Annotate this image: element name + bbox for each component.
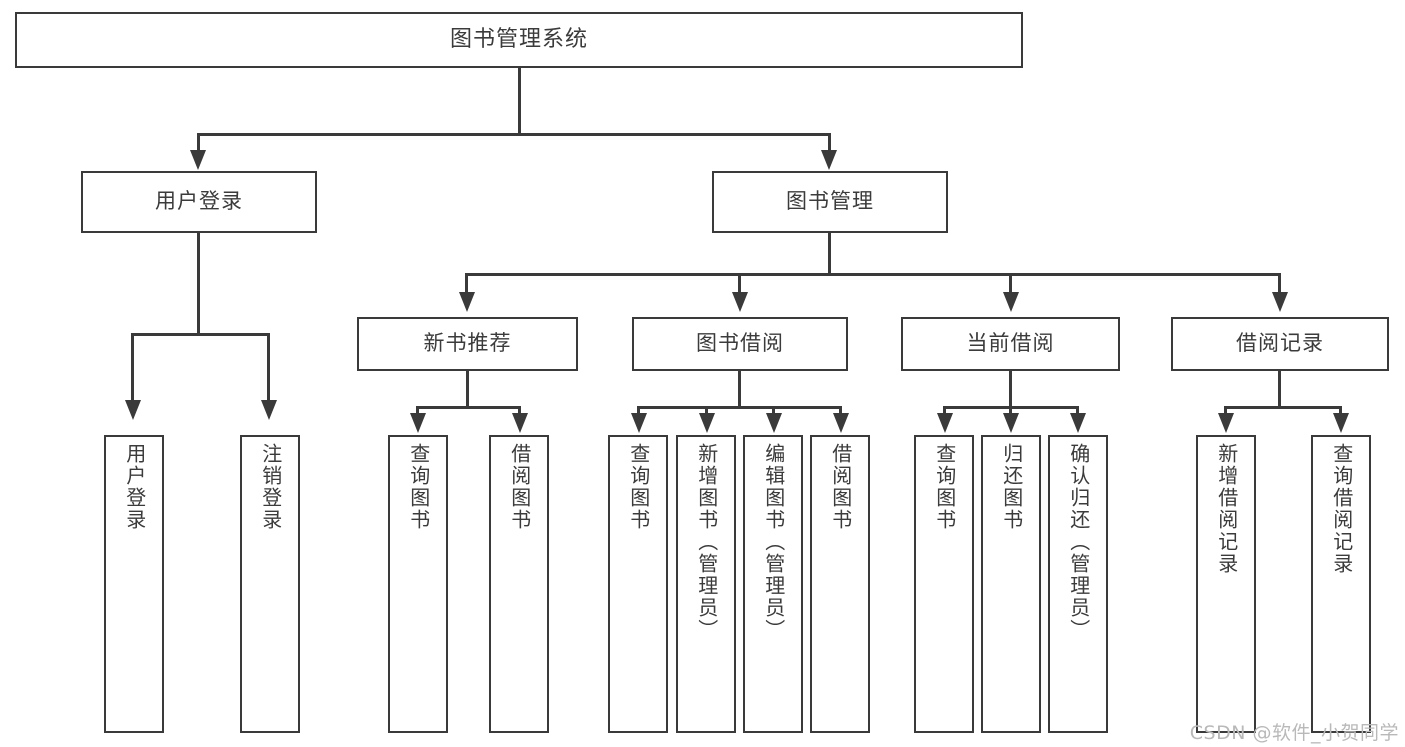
connector-level3-bus	[465, 273, 1281, 276]
node-label: 归还图书	[999, 443, 1024, 531]
node-label: 查询图书	[626, 443, 651, 531]
arrowhead-borrow-record	[1272, 292, 1288, 312]
connector-user-login-leaf2	[267, 333, 270, 403]
leaf-new-book-borrow-book[interactable]: 借阅图书	[489, 435, 549, 733]
leaf-new-book-query-book[interactable]: 查询图书	[388, 435, 448, 733]
arrowhead-br-leaf1	[1218, 413, 1234, 433]
connector-new-book-recommend-bus	[416, 406, 521, 409]
node-label: 查询图书	[932, 443, 957, 531]
leaf-book-borrow-borrow-book[interactable]: 借阅图书	[810, 435, 870, 733]
connector-new-book-recommend-stem	[466, 371, 469, 409]
connector-book-management-stem	[828, 233, 831, 275]
node-label: 确认归还（管理员）	[1066, 443, 1091, 641]
arrowhead-nbr-leaf2	[512, 413, 528, 433]
connector-borrow-record-bus	[1224, 406, 1342, 409]
arrowhead-bb-leaf2	[699, 413, 715, 433]
connector-book-borrow-stem	[738, 371, 741, 409]
node-label: 借阅记录	[1236, 331, 1324, 356]
arrowhead-user-login-leaf2	[261, 400, 277, 420]
node-label: 用户登录	[155, 189, 243, 214]
arrowhead-cb-leaf3	[1070, 413, 1086, 433]
node-book-management[interactable]: 图书管理	[712, 171, 948, 233]
node-new-book-recommend[interactable]: 新书推荐	[357, 317, 578, 371]
connector-book-borrow-bus	[637, 406, 842, 409]
arrowhead-bb-leaf4	[833, 413, 849, 433]
connector-to-borrow-record	[1278, 273, 1281, 295]
connector-user-login-bus	[131, 333, 270, 336]
arrowhead-user-login-leaf1	[125, 400, 141, 420]
connector-cb-leaf2	[1009, 406, 1012, 418]
connector-to-book-management	[828, 133, 831, 153]
arrowhead-current-borrow	[1003, 292, 1019, 312]
leaf-book-borrow-edit-book[interactable]: 编辑图书（管理员）	[743, 435, 803, 733]
connector-to-current-borrow	[1009, 273, 1012, 295]
leaf-book-borrow-add-book[interactable]: 新增图书（管理员）	[676, 435, 736, 733]
arrowhead-bb-leaf3	[766, 413, 782, 433]
connector-to-user-login	[197, 133, 200, 153]
arrowhead-user-login	[190, 150, 206, 170]
connector-root-stem	[518, 68, 521, 135]
connector-nbr-leaf2	[518, 406, 521, 418]
node-label: 图书管理系统	[449, 26, 588, 52]
leaf-user-login-login[interactable]: 用户登录	[104, 435, 164, 733]
node-label: 图书借阅	[696, 331, 784, 356]
connector-br-leaf2	[1339, 406, 1342, 418]
leaf-borrow-record-query-record[interactable]: 查询借阅记录	[1311, 435, 1371, 733]
node-borrow-record[interactable]: 借阅记录	[1171, 317, 1389, 371]
node-label: 新书推荐	[423, 331, 512, 356]
node-label: 借阅图书	[828, 443, 853, 531]
node-label: 编辑图书（管理员）	[761, 443, 786, 641]
node-current-borrow[interactable]: 当前借阅	[901, 317, 1120, 371]
connector-bb-leaf1	[637, 406, 640, 418]
node-label: 查询图书	[406, 443, 431, 531]
connector-user-login-stem	[197, 233, 200, 335]
leaf-book-borrow-query-book[interactable]: 查询图书	[608, 435, 668, 733]
arrowhead-bb-leaf1	[631, 413, 647, 433]
connector-current-borrow-stem	[1009, 371, 1012, 409]
node-label: 当前借阅	[966, 331, 1055, 356]
arrowhead-br-leaf2	[1333, 413, 1349, 433]
connector-to-new-book-recommend	[465, 273, 468, 295]
node-book-borrow[interactable]: 图书借阅	[632, 317, 848, 371]
connector-bb-leaf4	[839, 406, 842, 418]
connector-br-leaf1	[1224, 406, 1227, 418]
connector-borrow-record-stem	[1278, 371, 1281, 409]
node-label: 借阅图书	[507, 443, 532, 531]
node-label: 图书管理	[786, 189, 874, 214]
leaf-current-borrow-confirm-return[interactable]: 确认归还（管理员）	[1048, 435, 1108, 733]
node-label: 新增借阅记录	[1214, 443, 1239, 575]
arrowhead-cb-leaf1	[937, 413, 953, 433]
connector-user-login-leaf1	[131, 333, 134, 403]
node-root-book-management-system[interactable]: 图书管理系统	[15, 12, 1023, 68]
node-label: 新增图书（管理员）	[694, 443, 719, 641]
connector-cb-leaf3	[1076, 406, 1079, 418]
leaf-current-borrow-return-book[interactable]: 归还图书	[981, 435, 1041, 733]
connector-bb-leaf2	[705, 406, 708, 418]
node-label: 查询借阅记录	[1329, 443, 1354, 575]
arrowhead-new-book-recommend	[459, 292, 475, 312]
arrowhead-cb-leaf2	[1003, 413, 1019, 433]
node-label: 用户登录	[122, 443, 147, 531]
arrowhead-book-borrow	[732, 292, 748, 312]
connector-to-book-borrow	[738, 273, 741, 295]
connector-level2-bus	[197, 133, 831, 136]
connector-cb-leaf1	[943, 406, 946, 418]
connector-nbr-leaf1	[416, 406, 419, 418]
connector-bb-leaf3	[772, 406, 775, 418]
node-label: 注销登录	[258, 443, 283, 531]
arrowhead-book-management	[821, 150, 837, 170]
leaf-borrow-record-add-record[interactable]: 新增借阅记录	[1196, 435, 1256, 733]
leaf-current-borrow-query-book[interactable]: 查询图书	[914, 435, 974, 733]
node-user-login[interactable]: 用户登录	[81, 171, 317, 233]
leaf-user-login-logout[interactable]: 注销登录	[240, 435, 300, 733]
csdn-watermark: CSDN @软件_小贺同学	[1189, 722, 1399, 744]
arrowhead-nbr-leaf1	[410, 413, 426, 433]
